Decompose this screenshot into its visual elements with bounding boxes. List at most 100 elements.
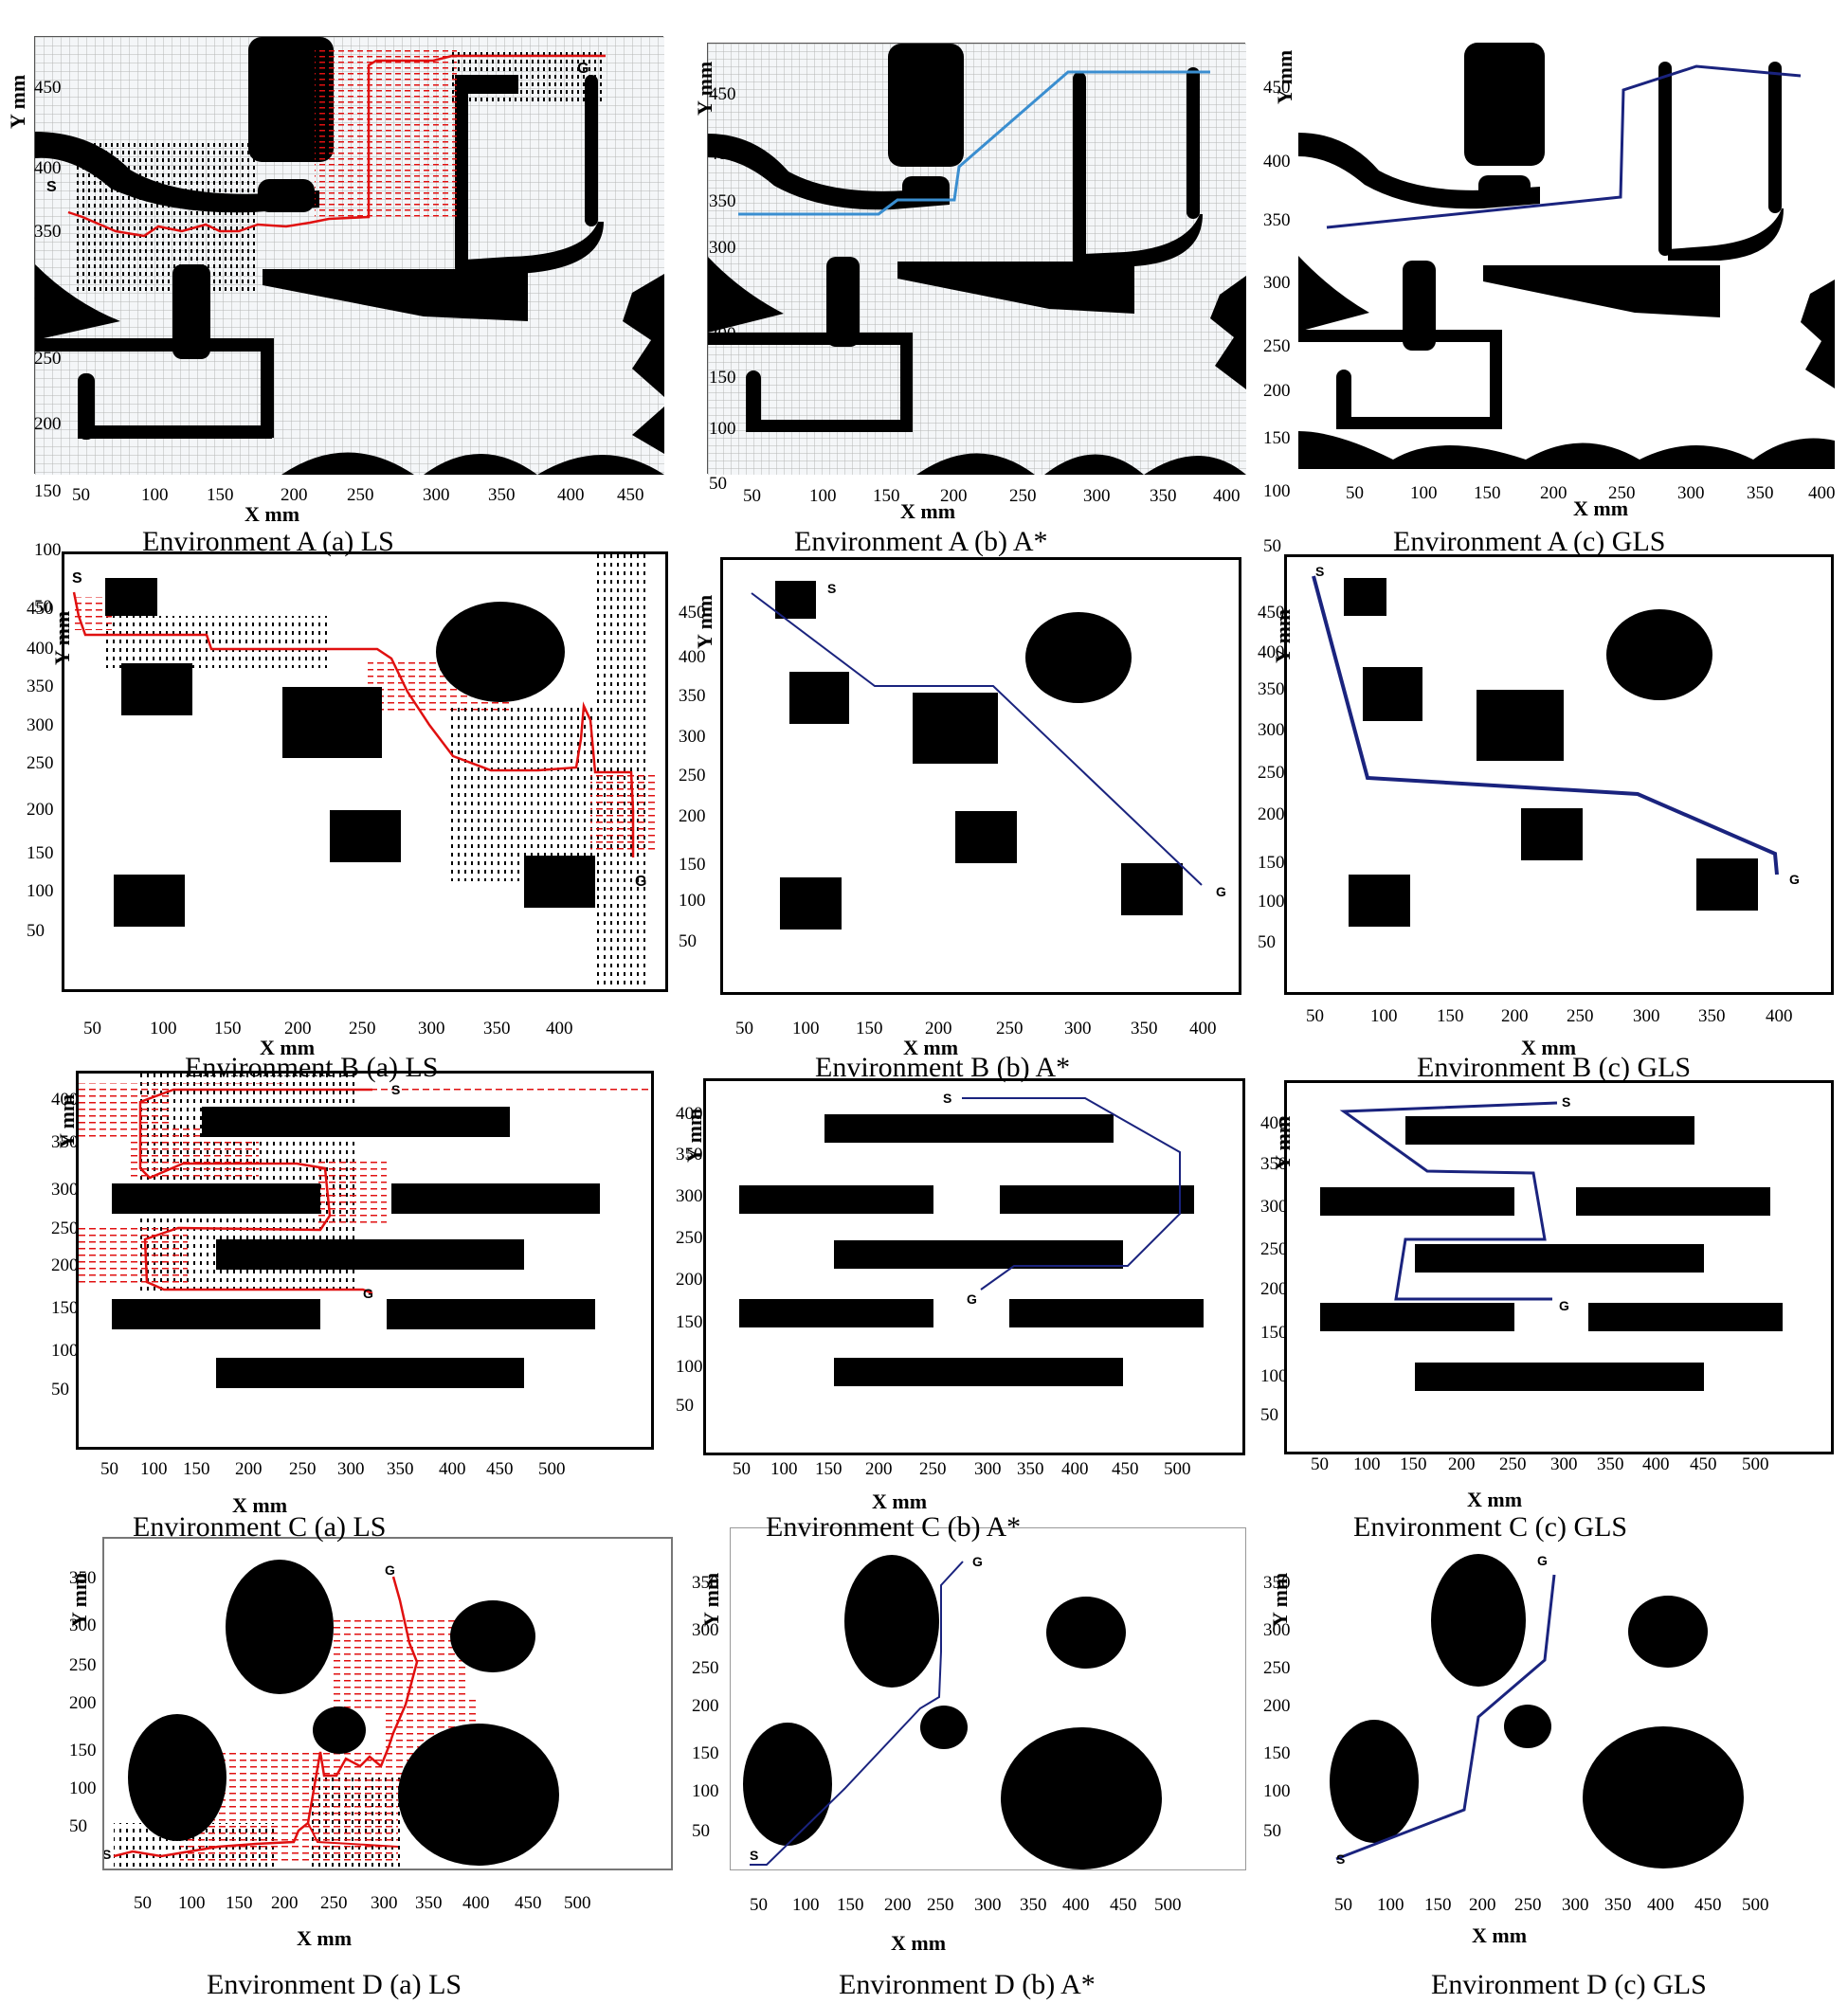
- y-tick-label: 150: [51, 1298, 79, 1318]
- y-axis-label: Y mm: [693, 61, 716, 116]
- goal-marker: G: [385, 1562, 395, 1578]
- ls-path: [138, 1088, 373, 1295]
- gls-path: [1335, 1574, 1556, 1861]
- y-tick-label: 400: [679, 647, 706, 667]
- x-tick-label: 150: [815, 1459, 842, 1479]
- x-tick-label: 150: [1400, 1454, 1427, 1474]
- start-marker: S: [750, 1848, 758, 1863]
- goal-marker: G: [577, 61, 589, 77]
- obstacles: [1330, 1554, 1744, 1869]
- x-tick-label: 50: [1311, 1454, 1329, 1474]
- panel-caption: Environment A (c) GLS: [1393, 526, 1666, 557]
- obstacles: [775, 581, 1183, 930]
- goal-marker: G: [1537, 1553, 1548, 1568]
- y-tick-label: 300: [27, 715, 54, 735]
- y-tick-label: 400: [709, 144, 736, 164]
- y-tick-label: 350: [692, 1573, 719, 1593]
- y-tick-label: 300: [1260, 1197, 1288, 1217]
- x-tick-label: 150: [837, 1895, 864, 1915]
- start-marker: S: [943, 1091, 951, 1106]
- x-tick-label: 400: [546, 1019, 573, 1038]
- x-tick-label: 450: [617, 485, 644, 505]
- x-tick-label: 300: [418, 1019, 445, 1038]
- environment-c-map: S G: [79, 1074, 651, 1388]
- x-tick-label: 500: [1742, 1454, 1769, 1474]
- x-tick-label: 400: [462, 1893, 490, 1913]
- x-tick-label: 50: [735, 1019, 753, 1038]
- y-tick-label: 100: [1260, 1366, 1288, 1386]
- x-tick-label: 200: [884, 1895, 912, 1915]
- y-tick-label: 200: [69, 1693, 97, 1713]
- y-tick-label: 300: [1263, 1620, 1291, 1640]
- y-tick-label: 50: [1263, 1821, 1281, 1841]
- x-tick-label: 200: [1448, 1454, 1476, 1474]
- panel-caption: Environment B (b) A*: [815, 1052, 1071, 1083]
- x-tick-label: 400: [1061, 1459, 1089, 1479]
- obstacles: [743, 1555, 1162, 1869]
- x-tick-label: 300: [423, 485, 450, 505]
- y-tick-label: 250: [1260, 1239, 1288, 1259]
- obstacles: [105, 578, 595, 927]
- map-frame: S G: [1317, 1527, 1834, 1870]
- x-tick-label: 250: [1567, 1006, 1594, 1026]
- goal-marker: G: [1789, 872, 1800, 887]
- x-tick-label: 450: [1690, 1454, 1717, 1474]
- y-tick-label: 350: [69, 1568, 97, 1588]
- y-tick-label: 100: [34, 540, 62, 560]
- x-axis-label: X mm: [232, 1493, 288, 1517]
- map-frame: S G: [102, 1537, 673, 1870]
- y-tick-label: 300: [692, 1620, 719, 1640]
- x-tick-label: 350: [387, 1459, 414, 1479]
- x-tick-label: 250: [1514, 1895, 1542, 1915]
- y-tick-label: 250: [51, 1219, 79, 1238]
- x-tick-label: 50: [83, 1019, 101, 1038]
- x-axis-label: X mm: [872, 1489, 928, 1513]
- environment-d-map: S G: [1330, 1553, 1744, 1869]
- x-tick-label: 300: [1550, 1454, 1578, 1474]
- x-tick-label: 400: [439, 1459, 466, 1479]
- y-tick-label: 250: [27, 753, 54, 773]
- gls-path: [1339, 1101, 1558, 1301]
- y-tick-label: 50: [51, 1380, 69, 1399]
- ls-path: [67, 54, 606, 238]
- y-axis-label: Y mm: [55, 1093, 79, 1148]
- panel-caption: Environment C (c) GLS: [1353, 1511, 1628, 1543]
- map-frame: [707, 43, 1246, 475]
- x-axis-label: X mm: [245, 502, 300, 526]
- map-frame: S G: [703, 1078, 1245, 1455]
- y-tick-label: 50: [679, 931, 697, 951]
- environment-a-map: S G: [35, 37, 664, 475]
- y-tick-label: 450: [709, 84, 736, 104]
- y-tick-label: 150: [709, 368, 736, 388]
- environment-b-map: S G: [751, 581, 1226, 930]
- y-tick-label: 150: [27, 843, 54, 863]
- environment-c-map: S G: [739, 1091, 1204, 1386]
- y-tick-label: 100: [51, 1341, 79, 1361]
- x-axis-label: X mm: [297, 1926, 353, 1950]
- search-region-black: [73, 141, 258, 293]
- y-tick-label: 200: [27, 800, 54, 820]
- x-axis-label: X mm: [1573, 496, 1629, 520]
- x-tick-label: 50: [743, 486, 761, 506]
- y-tick-label: 100: [709, 419, 736, 439]
- obstacles: [1344, 578, 1758, 927]
- x-tick-label: 50: [134, 1893, 152, 1913]
- x-axis-label: X mm: [903, 1036, 959, 1059]
- x-tick-label: 350: [1131, 1019, 1158, 1038]
- x-tick-label: 50: [72, 485, 90, 505]
- x-tick-label: 400: [1189, 1019, 1217, 1038]
- y-tick-label: 150: [1260, 1323, 1288, 1343]
- map-frame: S G: [76, 1071, 654, 1450]
- x-tick-label: 250: [1009, 486, 1037, 506]
- y-tick-label: 200: [34, 414, 62, 434]
- y-tick-label: 350: [1263, 1573, 1291, 1593]
- y-tick-label: 200: [1260, 1279, 1288, 1299]
- x-tick-label: 100: [792, 1895, 820, 1915]
- x-tick-label: 50: [100, 1459, 118, 1479]
- y-tick-label: 400: [1260, 1113, 1288, 1133]
- y-tick-label: 250: [709, 282, 736, 302]
- x-tick-label: 200: [865, 1459, 893, 1479]
- y-tick-label: 150: [1263, 428, 1291, 448]
- map-frame: S G: [730, 1527, 1246, 1870]
- y-axis-label: Y mm: [693, 594, 716, 649]
